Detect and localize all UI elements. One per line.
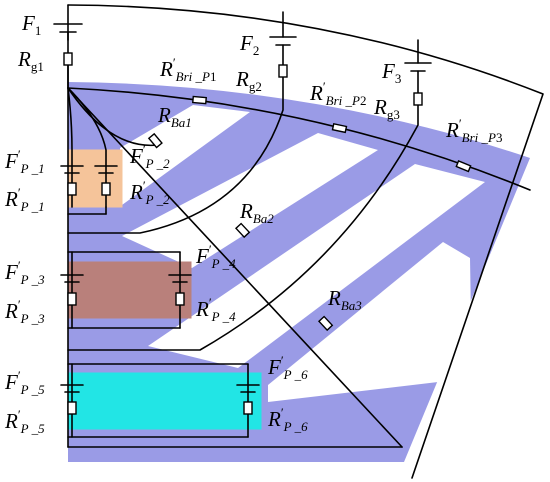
permanent-magnet-2 xyxy=(67,261,192,319)
label-fp4: F′P _4 xyxy=(195,242,236,271)
label-rp2: R′P _2 xyxy=(129,178,170,207)
rp4-resistor xyxy=(175,292,185,306)
label-rbri-p2: R′Bri _P2 xyxy=(309,79,366,108)
label-rg2: Rg2 xyxy=(235,67,262,94)
label-rg3: Rg3 xyxy=(373,95,400,122)
rp6-resistor xyxy=(243,401,253,415)
rbri-p3-resistor xyxy=(455,160,472,173)
rg2-resistor xyxy=(278,64,288,78)
rbri-p2-resistor xyxy=(331,122,348,134)
rp1-resistor xyxy=(67,182,77,196)
rg3-resistor xyxy=(413,92,423,106)
magnet-1-branch-2 xyxy=(67,87,107,208)
label-fp2: F′P _2 xyxy=(129,142,170,171)
magnet-2-subcircuit xyxy=(60,251,192,329)
label-fp1: F′P _1 xyxy=(4,147,45,176)
label-rba3: RBa3 xyxy=(327,286,362,313)
flux-barrier-slot-4 xyxy=(268,242,472,402)
label-f1: F1 xyxy=(21,11,41,38)
ba1-path-wire xyxy=(67,87,159,147)
rp3-resistor xyxy=(67,292,77,306)
label-rp4: R′P _4 xyxy=(195,295,236,324)
rba1-resistor xyxy=(147,132,163,149)
rbri-p1-resistor xyxy=(192,95,207,105)
label-rba1: RBa1 xyxy=(157,103,192,130)
labels: F1 Rg1 F2 Rg2 F3 Rg3 R′Bri _P1 R′Bri _P2… xyxy=(4,11,502,436)
flux-barrier-slot-2 xyxy=(122,133,378,268)
f3-wire xyxy=(67,70,419,351)
label-f3: F3 xyxy=(381,59,401,86)
ba3-path-wire xyxy=(67,87,403,448)
label-rp6: R′P _6 xyxy=(267,405,308,434)
label-rp1: R′P _1 xyxy=(4,185,45,214)
rba2-resistor xyxy=(234,222,251,239)
label-rba2: RBa2 xyxy=(239,199,274,226)
rotor-core-group xyxy=(68,82,530,462)
rp5-resistor xyxy=(67,401,77,415)
label-rp3: R′P _3 xyxy=(4,297,45,326)
rp2-resistor xyxy=(101,182,111,196)
flux-barrier-slot-3 xyxy=(148,164,485,368)
f2-wire xyxy=(67,44,284,234)
permanent-magnet-3 xyxy=(67,372,262,430)
magnet-1-subcircuit xyxy=(60,87,118,215)
label-fp3: F′P _3 xyxy=(4,258,45,287)
magnet-1-branch-1 xyxy=(67,87,73,208)
label-fp6: F′P _6 xyxy=(267,353,308,382)
label-rp5: R′P _5 xyxy=(4,407,45,436)
permanent-magnet-1 xyxy=(67,149,123,208)
air-gap-boundary xyxy=(67,4,544,479)
label-rg1: Rg1 xyxy=(17,47,44,74)
label-f2: F2 xyxy=(239,31,259,58)
rg1-resistor xyxy=(63,52,73,66)
flux-barrier-slot-1 xyxy=(120,105,250,205)
rba3-resistor xyxy=(317,315,334,332)
label-rbri-p3: R′Bri _P3 xyxy=(445,116,502,145)
label-fp5: F′P _5 xyxy=(4,368,45,397)
magnet-3-subcircuit xyxy=(60,363,260,438)
label-rbri-p1: R′Bri _P1 xyxy=(159,55,216,84)
